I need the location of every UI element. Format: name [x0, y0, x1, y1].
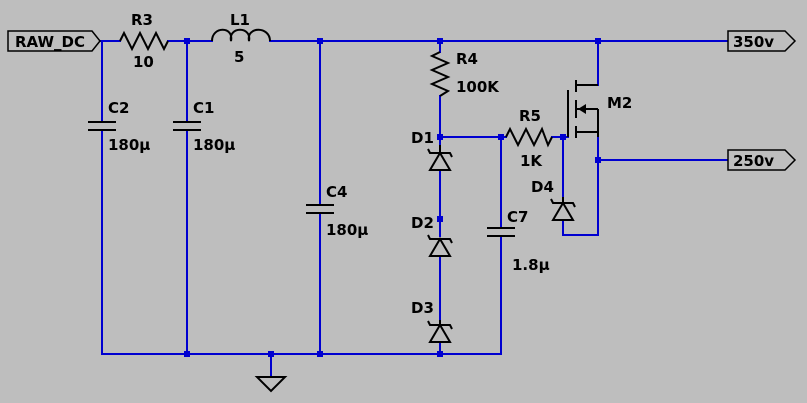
inductor-l1: L1 5	[211, 11, 271, 66]
r3-value: 10	[133, 53, 154, 71]
capacitor-c1: C1 180µ	[173, 99, 235, 154]
c2-value: 180µ	[108, 136, 150, 154]
d4-ref: D4	[531, 178, 554, 196]
zener-diode-d1: D1	[411, 129, 453, 171]
d1-ref: D1	[411, 129, 434, 147]
port-250v: 250v	[727, 149, 797, 171]
port-raw-dc: RAW_DC	[7, 30, 101, 52]
mosfet-m2: M2	[567, 80, 632, 138]
zener-diode-d3: D3	[411, 299, 453, 343]
r4-ref: R4	[456, 50, 478, 68]
wires	[97, 40, 729, 378]
r3-ref: R3	[131, 11, 153, 29]
capacitor-c4: C4 180µ	[306, 183, 368, 239]
port-raw-dc-label: RAW_DC	[15, 33, 85, 51]
c2-ref: C2	[108, 99, 129, 117]
l1-ref: L1	[230, 11, 250, 29]
c4-ref: C4	[326, 183, 347, 201]
capacitor-c7: C7 1.8µ	[487, 208, 550, 274]
d2-ref: D2	[411, 214, 434, 232]
r5-value: 1K	[520, 152, 543, 170]
zener-diode-d2: D2	[411, 214, 453, 257]
c1-value: 180µ	[193, 136, 235, 154]
junction-dots	[184, 38, 601, 357]
c7-value: 1.8µ	[512, 256, 550, 274]
r4-value: 100K	[456, 78, 500, 96]
port-350v: 350v	[727, 30, 797, 52]
port-350v-label: 350v	[733, 33, 774, 51]
c4-value: 180µ	[326, 221, 368, 239]
r5-ref: R5	[519, 107, 541, 125]
zener-diode-d4: D4	[531, 178, 576, 221]
resistor-r3: R3 10	[119, 11, 169, 71]
capacitor-c2: C2 180µ	[88, 99, 150, 154]
c1-ref: C1	[193, 99, 214, 117]
port-250v-label: 250v	[733, 152, 774, 170]
ground-symbol	[254, 376, 288, 393]
l1-value: 5	[234, 48, 244, 66]
c7-ref: C7	[507, 208, 528, 226]
resistor-r4: R4 100K	[429, 50, 500, 97]
resistor-r5: R5 1K	[505, 107, 553, 170]
m2-ref: M2	[607, 94, 632, 112]
d3-ref: D3	[411, 299, 434, 317]
